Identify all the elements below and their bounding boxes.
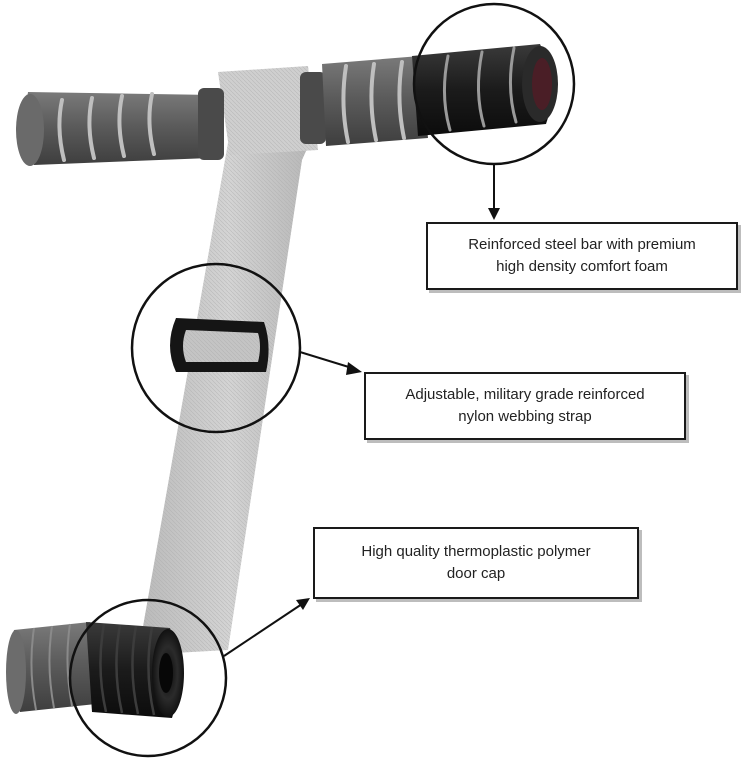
handle-bar (16, 44, 558, 166)
callout-door-cap: High quality thermoplastic polymer door … (313, 527, 639, 599)
nylon-strap (138, 66, 320, 655)
callout-door-cap-line-1: High quality thermoplastic polymer (361, 543, 591, 560)
connector-arrows (223, 164, 500, 657)
callout-nylon-strap: Adjustable, military grade reinforced ny… (364, 372, 686, 440)
magnifier-circle-cap (68, 598, 228, 758)
magnifier-circle-buckle (130, 262, 302, 434)
callout-nylon-strap-line-2: nylon webbing strap (458, 408, 592, 425)
callout-door-cap-line-2: door cap (446, 565, 506, 582)
callout-steel-bar-line-2: high density comfort foam (496, 258, 668, 275)
callout-steel-bar-line-1: Reinforced steel bar with premium (468, 236, 696, 253)
door-cap (6, 622, 184, 718)
strap-buckle (170, 318, 269, 372)
callout-steel-bar: Reinforced steel bar with premium high d… (426, 222, 738, 290)
callout-nylon-strap-line-1: Adjustable, military grade reinforced (405, 386, 645, 403)
